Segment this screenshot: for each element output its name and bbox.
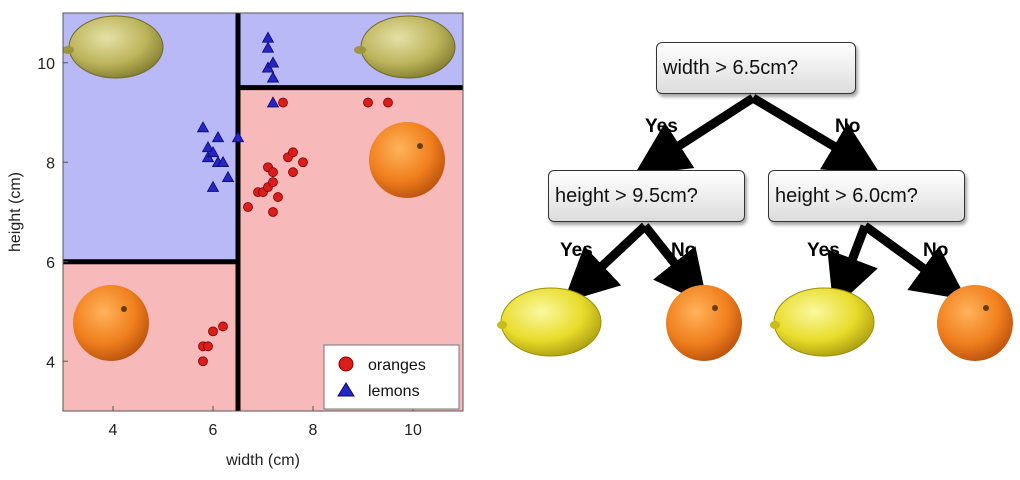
- x-tick-label: 8: [309, 422, 318, 439]
- tree-right-label: height > 6.0cm?: [775, 184, 918, 207]
- point-oranges-0: [198, 356, 208, 367]
- orange-image-bottom-left: [73, 285, 149, 361]
- legend-label-oranges: oranges: [368, 357, 426, 374]
- edge-root-yes: [634, 94, 756, 175]
- point-oranges-11: [268, 177, 278, 188]
- point-oranges-19: [363, 97, 373, 108]
- point-oranges-4: [218, 321, 228, 332]
- edge-label-left-yes: Yes: [560, 240, 593, 261]
- y-tick-label: 8: [46, 155, 55, 172]
- point-lemons-8: [221, 170, 235, 182]
- point-lemons-9: [231, 131, 245, 143]
- point-oranges-5: [243, 202, 253, 212]
- scatter-panel: 4 6 8 10 4 6 8 10 oranges lemons width (cm) hei…: [0, 0, 480, 475]
- tree-edges: [497, 94, 1013, 361]
- lemon-image-top-right: [354, 15, 456, 79]
- scatter-plot: 4 6 8 10 4 6 8 10 oranges lemons width (cm) hei…: [7, 12, 464, 469]
- tree-root-label: width > 6.5cm?: [663, 56, 799, 79]
- edge-left-no: [641, 223, 708, 306]
- point-oranges-3: [208, 326, 218, 337]
- point-lemons-13: [266, 56, 280, 68]
- point-lemons-7: [216, 155, 230, 168]
- point-lemons-0: [196, 121, 210, 133]
- x-tick-label: 6: [209, 422, 218, 439]
- point-lemons-4: [206, 180, 220, 192]
- point-oranges-17: [288, 147, 298, 158]
- point-oranges-2: [203, 341, 213, 352]
- edge-root-no: [750, 94, 881, 174]
- point-oranges-16: [288, 167, 298, 178]
- point-oranges-10: [268, 207, 278, 217]
- x-tick-label: 10: [404, 422, 422, 439]
- leaf-lemon-2: [770, 287, 875, 357]
- point-oranges-18: [298, 157, 308, 168]
- leaf-orange-1: [666, 285, 742, 361]
- y-tick-label: 4: [46, 354, 55, 371]
- y-tick-label: 6: [46, 255, 55, 272]
- edge-label-left-no: No: [671, 240, 697, 261]
- point-lemons-15: [266, 96, 280, 108]
- point-lemons-2: [201, 141, 215, 153]
- point-oranges-12: [268, 167, 278, 178]
- tree-right-node: height > 6.0cm?: [768, 170, 965, 222]
- orange-image-right: [369, 122, 445, 198]
- edge-left-yes: [563, 222, 649, 303]
- edge-label-root-yes: Yes: [645, 116, 678, 137]
- leaf-orange-2: [937, 285, 1013, 361]
- point-lemons-3: [206, 145, 220, 158]
- tree-left-node: height > 9.5cm?: [548, 170, 745, 222]
- y-axis-label: height (cm): [7, 172, 24, 252]
- lemon-image-top-left: [63, 15, 164, 79]
- tree-root-node: width > 6.5cm?: [656, 42, 856, 94]
- legend: oranges lemons: [323, 344, 460, 410]
- plot-frame: [62, 12, 464, 412]
- legend-orange-marker: [338, 356, 354, 372]
- edge-label-right-yes: Yes: [807, 240, 840, 261]
- leaf-lemon-1: [497, 287, 602, 357]
- edge-label-root-no: No: [835, 116, 861, 137]
- point-oranges-13: [273, 192, 283, 202]
- edge-right-yes: [827, 224, 878, 310]
- x-axis-label: width (cm): [225, 452, 300, 469]
- tree-left-label: height > 9.5cm?: [555, 184, 698, 207]
- legend-lemon-marker: [337, 382, 355, 397]
- point-oranges-14: [278, 97, 288, 108]
- x-tick-label: 4: [109, 422, 118, 439]
- legend-label-lemons: lemons: [368, 383, 420, 400]
- decision-tree: width > 6.5cm? height > 9.5cm? height > …: [485, 0, 1020, 475]
- point-oranges-20: [383, 97, 393, 108]
- edge-right-no: [862, 222, 967, 300]
- point-lemons-11: [261, 41, 275, 53]
- edge-label-right-no: No: [923, 240, 949, 261]
- point-lemons-14: [266, 71, 280, 83]
- y-tick-label: 10: [37, 56, 55, 73]
- point-lemons-5: [211, 131, 225, 143]
